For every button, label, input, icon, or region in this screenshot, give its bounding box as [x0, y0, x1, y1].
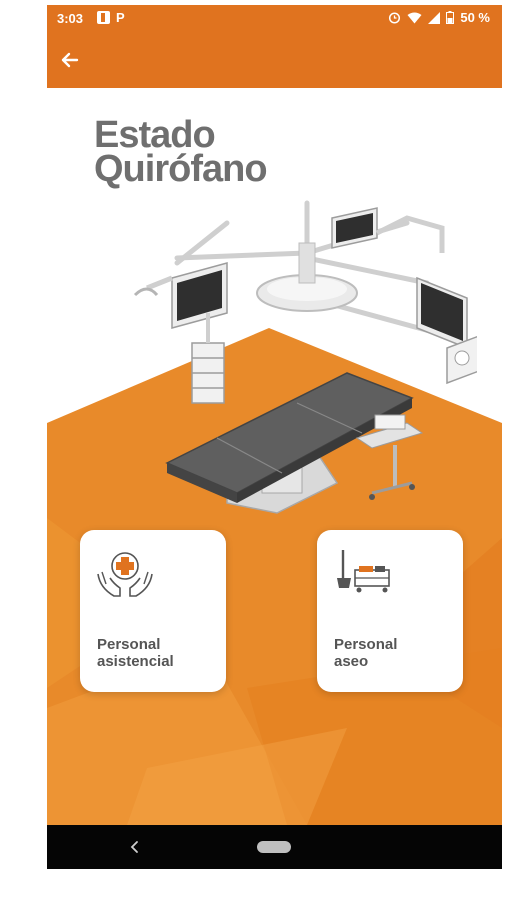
card-label-line-1: Personal — [97, 636, 161, 653]
page-title: Estado Quirófano — [94, 114, 268, 190]
card-label: Personal aseo — [334, 636, 454, 670]
card-label-line-2: aseo — [334, 653, 369, 670]
system-nav-bar — [47, 825, 502, 869]
card-label-line-1: Personal — [334, 636, 398, 653]
notification-box-icon — [97, 11, 110, 24]
status-time: 3:03 — [57, 11, 84, 26]
home-pill-icon[interactable] — [257, 841, 291, 853]
nav-back-chevron-icon[interactable] — [125, 837, 145, 857]
signal-icon — [428, 11, 441, 24]
phone-screen: 3:03 P 50 % — [47, 5, 502, 869]
app-bar — [47, 33, 502, 88]
parking-p-icon: P — [116, 10, 125, 25]
card-label: Personal asistencial — [97, 636, 217, 670]
status-bar: 3:03 P 50 % — [47, 5, 502, 33]
orange-background — [47, 328, 502, 825]
card-label-line-2: asistencial — [97, 653, 174, 670]
title-line-2: Quirófano — [94, 148, 268, 190]
wifi-icon — [407, 12, 422, 23]
operating-room-illustration — [133, 200, 477, 514]
battery-icon — [446, 11, 455, 24]
card-personal-aseo[interactable]: Personal aseo — [317, 530, 463, 692]
care-hands-cross-icon — [97, 552, 153, 597]
card-personal-asistencial[interactable]: Personal asistencial — [80, 530, 226, 692]
main-content: Estado Quirófano — [47, 88, 502, 825]
alarm-icon — [389, 12, 401, 24]
title-line-1: Estado — [94, 114, 216, 156]
arrow-left-icon[interactable] — [55, 45, 85, 75]
battery-percent: 50 % — [460, 10, 490, 25]
cleaning-cart-icon — [337, 550, 390, 593]
